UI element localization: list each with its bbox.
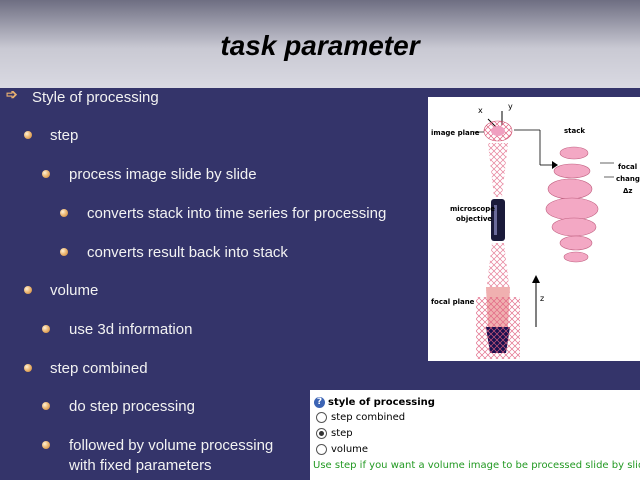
bullet-level3: process image slide by slide bbox=[69, 166, 257, 183]
radio-step-combined[interactable] bbox=[316, 412, 327, 423]
objective-label-2: objective bbox=[456, 215, 492, 223]
option-label: volume bbox=[331, 444, 369, 455]
radio-volume[interactable] bbox=[316, 444, 327, 455]
stack-disc bbox=[551, 217, 597, 237]
focal-plane-label: focal plane bbox=[431, 298, 475, 306]
slide-header bbox=[0, 0, 640, 88]
focal-change-label-3: Δz bbox=[623, 187, 633, 195]
image-plane-center bbox=[491, 126, 505, 136]
option-step-combined[interactable]: step combined bbox=[316, 412, 405, 423]
bullet-level3: followed by volume processing bbox=[69, 437, 274, 454]
bullet-dot-icon bbox=[42, 325, 50, 333]
stack-disc bbox=[559, 146, 589, 160]
bullet-level4: converts result back into stack bbox=[87, 244, 288, 261]
focal-change-label-1: focal bbox=[618, 163, 637, 171]
bullet-level1: Style of processing bbox=[32, 89, 159, 106]
stack-disc bbox=[563, 251, 589, 263]
focal-plane-hatch bbox=[476, 297, 520, 359]
option-step[interactable]: step bbox=[316, 428, 353, 439]
objective-label-1: microscope bbox=[450, 205, 495, 213]
bullet-dot-icon bbox=[60, 248, 68, 256]
z-label: z bbox=[540, 294, 544, 303]
bullet-dot-icon bbox=[24, 286, 32, 294]
bullet-level3: use 3d information bbox=[69, 321, 193, 338]
bullet-level3: do step processing bbox=[69, 398, 195, 415]
bullet-dot-icon bbox=[24, 131, 32, 139]
arrow-bullet-icon: ➩ bbox=[6, 86, 18, 102]
bullet-level2: volume bbox=[50, 282, 99, 299]
bullet-dot-icon bbox=[42, 170, 50, 178]
bullet-dot-icon bbox=[60, 209, 68, 217]
option-label: step combined bbox=[331, 412, 406, 423]
focal-change-label-2: change bbox=[616, 175, 640, 183]
panel-title: style of processing bbox=[328, 396, 435, 408]
radio-step[interactable] bbox=[316, 428, 327, 439]
help-icon[interactable]: ? bbox=[314, 396, 325, 408]
help-text: Use step if you want a volume image to b… bbox=[313, 460, 640, 471]
stack-disc bbox=[553, 163, 591, 179]
bullet-dot-icon bbox=[42, 441, 50, 449]
style-of-processing-panel: ? style of processing step combined step… bbox=[310, 390, 640, 480]
stack-disc bbox=[559, 235, 593, 251]
y-label: y bbox=[508, 102, 513, 111]
bullet-level2: step combined bbox=[50, 360, 148, 377]
bullet-level3-continuation: with fixed parameters bbox=[69, 457, 212, 474]
z-axis-arrow-icon bbox=[532, 275, 540, 283]
panel-header: ? style of processing bbox=[314, 395, 435, 409]
stack-disc bbox=[545, 197, 599, 221]
image-plane-label: image plane bbox=[431, 129, 480, 137]
bullet-level2: step bbox=[50, 127, 79, 144]
bullet-level4: converts stack into time series for proc… bbox=[87, 205, 387, 222]
microscope-diagram-svg: x y image plane microscope objective foc… bbox=[431, 102, 640, 359]
stack-disc bbox=[547, 178, 593, 200]
option-label: step bbox=[331, 428, 353, 439]
bullet-dot-icon bbox=[24, 364, 32, 372]
microscope-diagram: x y image plane microscope objective foc… bbox=[428, 97, 640, 361]
light-beam-lower bbox=[486, 243, 510, 293]
stack-label: stack bbox=[564, 127, 585, 135]
stack-arrow-icon bbox=[552, 161, 558, 169]
option-volume[interactable]: volume bbox=[316, 444, 368, 455]
slide-title: task parameter bbox=[220, 30, 420, 61]
x-label: x bbox=[478, 106, 483, 115]
light-beam-upper bbox=[488, 143, 508, 197]
bullet-dot-icon bbox=[42, 402, 50, 410]
